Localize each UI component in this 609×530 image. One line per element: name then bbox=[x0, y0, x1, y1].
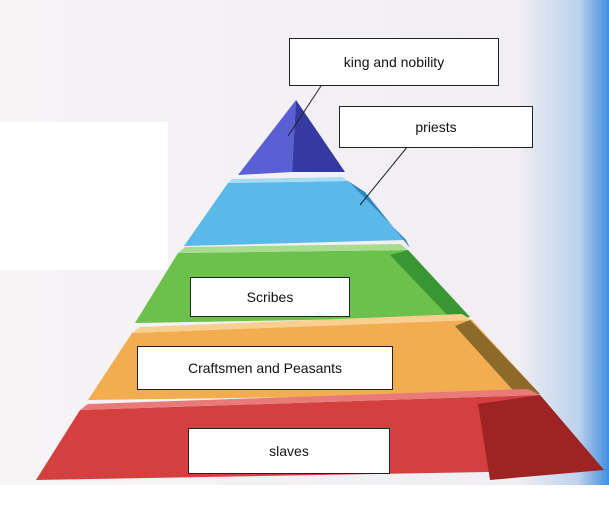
label-king-and-nobility: king and nobility bbox=[289, 38, 499, 86]
priests-connector bbox=[359, 145, 409, 206]
label-priests: priests bbox=[339, 106, 533, 148]
label-craftsmen-and-peasants: Craftsmen and Peasants bbox=[137, 346, 393, 390]
white-strip-bottom bbox=[0, 485, 609, 530]
level-priests bbox=[184, 177, 410, 248]
white-patch-left bbox=[0, 122, 168, 270]
level-king bbox=[238, 100, 345, 175]
label-slaves: slaves bbox=[188, 428, 390, 474]
king-connector bbox=[287, 85, 322, 137]
label-scribes: Scribes bbox=[190, 277, 350, 317]
